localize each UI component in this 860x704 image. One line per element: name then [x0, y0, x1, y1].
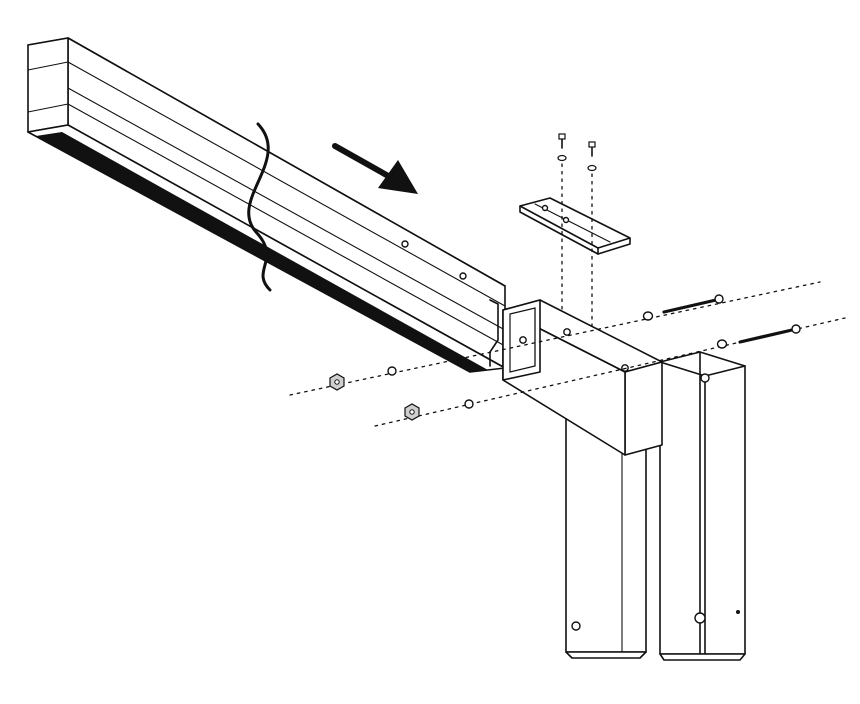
- rail-end-face: [27, 37, 69, 133]
- washer: [716, 339, 728, 349]
- carriage-bolt: [738, 324, 801, 344]
- long-rail: [27, 37, 506, 373]
- washer: [464, 399, 474, 409]
- break-line-icon: [247, 122, 272, 292]
- bracket-plate: [519, 197, 631, 249]
- beam-side-face: [624, 361, 663, 456]
- hex-nut: [329, 373, 345, 391]
- insert-arrow-icon: [332, 143, 418, 194]
- upper-bolt-axis: [289, 281, 821, 396]
- washer: [387, 366, 397, 376]
- rail-side-face: [67, 37, 506, 369]
- lower-bolt-axis: [374, 317, 846, 427]
- rear-post: [565, 409, 647, 659]
- carriage-bolt: [662, 294, 724, 314]
- hex-nut: [404, 403, 420, 421]
- washer: [642, 311, 654, 321]
- front-post: [659, 351, 746, 661]
- rail-hole: [459, 272, 467, 280]
- bracket-screws: [557, 133, 597, 172]
- receiver-beam: [502, 299, 663, 456]
- rail-seal-strip: [36, 132, 488, 372]
- top-bracket: [519, 197, 631, 255]
- front-post-body: [659, 351, 746, 655]
- rail-hole: [401, 240, 409, 248]
